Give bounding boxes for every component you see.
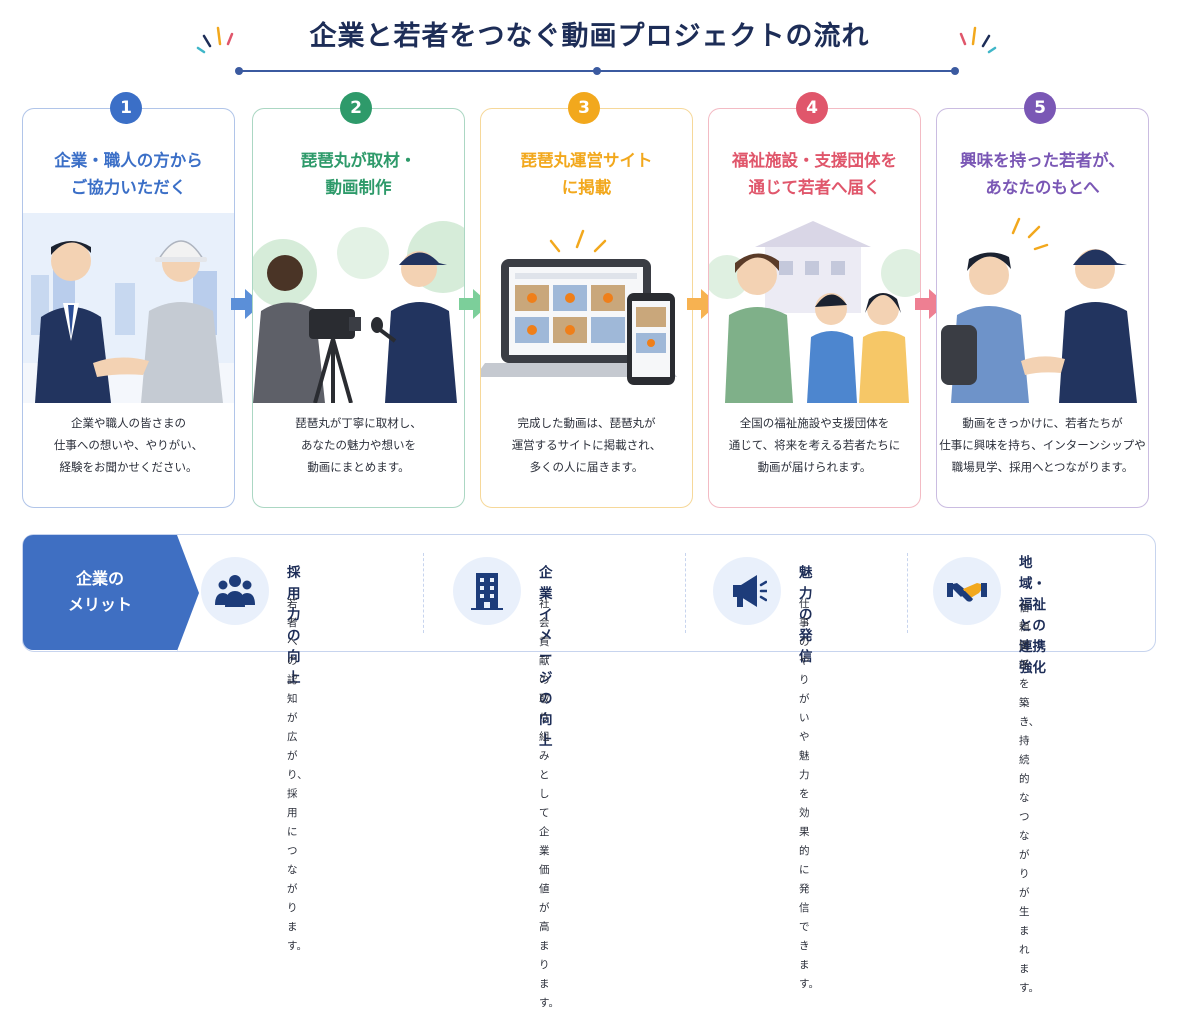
merit-icon-circle xyxy=(713,557,781,625)
page-title: 企業と若者をつなぐ動画プロジェクトの流れ xyxy=(309,21,870,52)
step-4-title: 福祉施設・支援団体を 通じて若者へ届く xyxy=(732,151,897,197)
step-1-number: 1 xyxy=(110,92,142,124)
sparkle-right-icon xyxy=(959,26,997,54)
merit-divider xyxy=(685,553,686,633)
underline-dot-right xyxy=(951,67,959,75)
merit-title: 魅力の発信 xyxy=(799,565,813,665)
header: 企業と若者をつなぐ動画プロジェクトの流れ xyxy=(0,14,1179,53)
step-3-illustration xyxy=(481,213,692,403)
step-1-title: 企業・職人の方から ご協力いただく xyxy=(54,151,203,197)
people-icon xyxy=(215,575,255,607)
step-5-description: 動画をきっかけに、若者たちが 仕事に興味を持ち、インターンシップや 職場見学、採… xyxy=(939,416,1146,474)
step-5-card: 興味を持った若者が、 あなたのもとへ 動画をきっかけに、若者たちが 仕事に興味を… xyxy=(936,108,1149,508)
title-underline xyxy=(235,67,959,75)
merit-divider xyxy=(907,553,908,633)
merit-icon-circle xyxy=(453,557,521,625)
sparkle-left-icon xyxy=(196,26,234,54)
step-1-card: 企業・職人の方から ご協力いただく 企業や職人の皆さまの 仕事への想いや、やりが… xyxy=(22,108,235,508)
step-5-title: 興味を持った若者が、 あなたのもとへ xyxy=(960,151,1125,197)
step-3-title: 琵琶丸運営サイト に掲載 xyxy=(520,151,653,197)
megaphone-icon xyxy=(733,575,767,607)
step-2-card: 琵琶丸が取材・ 動画制作 琵琶丸が丁寧に取材し、 あなたの魅力や想いを 動画にま… xyxy=(252,108,465,508)
merit-description: 仕事のやりがいや魅力を 効果的に発信できます。 xyxy=(799,598,819,990)
step-4-card: 福祉施設・支援団体を 通じて若者へ届く 全国の福祉施設や支援団体を 通じて、将来… xyxy=(708,108,921,508)
merit-description: 社会貢献の取り組みとして 企業価値が高まります。 xyxy=(539,598,559,1009)
step-2-title: 琵琶丸が取材・ 動画制作 xyxy=(300,151,417,197)
handshake-icon xyxy=(947,583,987,602)
merit-label: 企業の メリット xyxy=(23,535,177,650)
merit-description: 信頼関係を築き、持続的な つながりが生まれます。 xyxy=(1019,602,1040,994)
step-2-number: 2 xyxy=(340,92,372,124)
merit-description: 若者への認知が広がり、 採用につながります。 xyxy=(287,598,308,952)
underline-dot-left xyxy=(235,67,243,75)
merit-icon-circle xyxy=(201,557,269,625)
step-4-description: 全国の福祉施設や支援団体を 通じて、将来を考える若者たちに 動画が届けられます。 xyxy=(728,416,901,474)
merit-label-arrow xyxy=(177,535,199,651)
merit-panel: 企業の メリット 採用力の向上 若者への認知が広がり、 採用につながります。 xyxy=(22,534,1156,1009)
underline-dot-center xyxy=(593,67,601,75)
step-5-number: 5 xyxy=(1024,92,1056,124)
step-3-number: 3 xyxy=(568,92,600,124)
step-3-description: 完成した動画は、琵琶丸が 運営するサイトに掲載され、 多くの人に届きます。 xyxy=(511,416,662,474)
merit-icon-circle xyxy=(933,557,1001,625)
step-1-description: 企業や職人の皆さまの 仕事への想いや、やりがい、 経験をお聞かせください。 xyxy=(53,416,204,474)
step-4-number: 4 xyxy=(796,92,828,124)
merit-divider xyxy=(423,553,424,633)
step-4-illustration xyxy=(709,213,920,403)
step-2-illustration xyxy=(253,213,464,403)
step-1-illustration xyxy=(23,213,234,403)
building-icon xyxy=(471,573,503,610)
step-2-description: 琵琶丸が丁寧に取材し、 あなたの魅力や想いを 動画にまとめます。 xyxy=(295,416,422,474)
step-5-illustration xyxy=(937,213,1148,403)
step-3-card: 琵琶丸運営サイト に掲載 完 xyxy=(480,108,693,508)
